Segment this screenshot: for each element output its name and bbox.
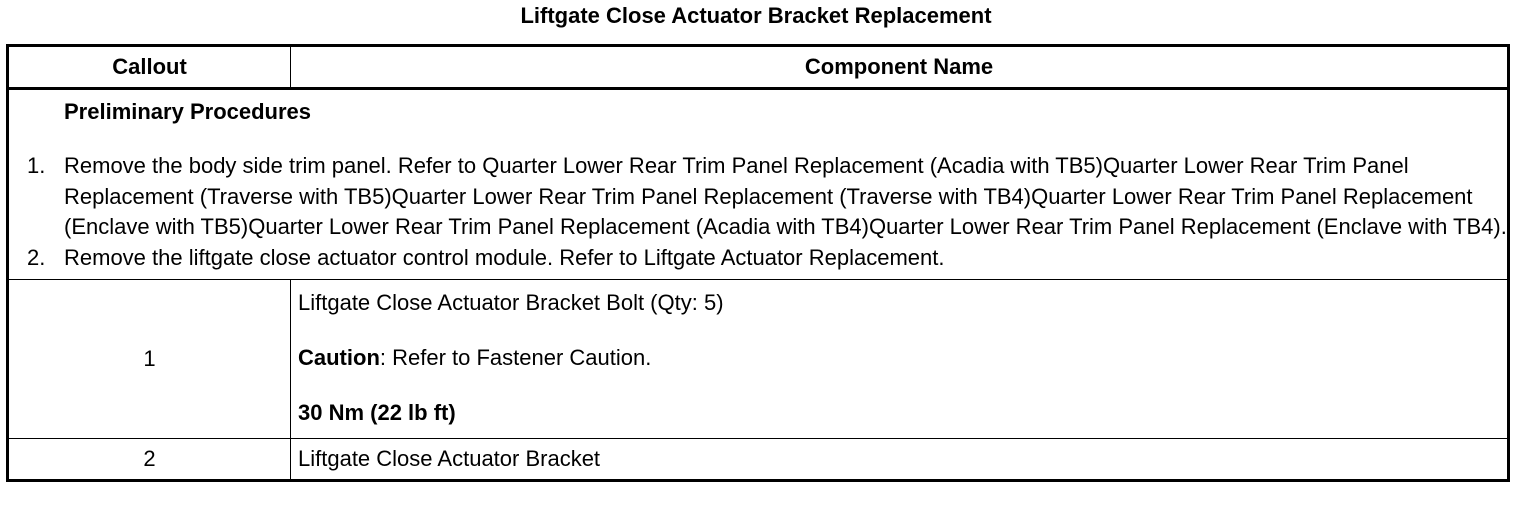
table-header-row: Callout Component Name (7, 45, 1509, 90)
table-row: 2 Liftgate Close Actuator Bracket (7, 438, 1509, 481)
preliminary-procedures-heading: Preliminary Procedures (64, 99, 312, 124)
preliminary-procedures-row: Preliminary Procedures 1. Remove the bod… (7, 88, 1509, 280)
caution-label: Caution (298, 345, 380, 370)
component-name: Liftgate Close Actuator Bracket (290, 438, 1509, 481)
document-title: Liftgate Close Actuator Bracket Replacem… (520, 3, 992, 28)
step-number: 2. (27, 244, 46, 270)
preliminary-steps-list: 1. Remove the body side trim panel. Refe… (9, 151, 1507, 273)
component-name-column-header: Component Name (290, 45, 1509, 90)
caution-note: Caution: Refer to Fastener Caution. (298, 344, 1507, 372)
step-text: Remove the liftgate close actuator contr… (64, 244, 945, 270)
callout-column-header: Callout (7, 45, 291, 90)
torque-spec: 30 Nm (22 lb ft) (298, 400, 456, 425)
component-cell: Liftgate Close Actuator Bracket Bolt (Qt… (290, 279, 1509, 439)
callout-cell: 1 (7, 279, 291, 439)
procedure-table: Callout Component Name Preliminary Proce… (6, 44, 1510, 482)
callout-cell: 2 (7, 438, 291, 481)
preliminary-procedures-cell: Preliminary Procedures 1. Remove the bod… (7, 88, 1509, 280)
component-name: Liftgate Close Actuator Bracket Bolt (Qt… (298, 290, 724, 315)
table-row: 1 Liftgate Close Actuator Bracket Bolt (… (7, 279, 1509, 439)
preliminary-step: 1. Remove the body side trim panel. Refe… (27, 151, 1507, 243)
preliminary-step: 2. Remove the liftgate close actuator co… (27, 243, 1507, 274)
step-text: Remove the body side trim panel. Refer t… (64, 153, 1507, 239)
caution-text: : Refer to Fastener Caution. (379, 345, 652, 370)
step-number: 1. (27, 153, 46, 178)
